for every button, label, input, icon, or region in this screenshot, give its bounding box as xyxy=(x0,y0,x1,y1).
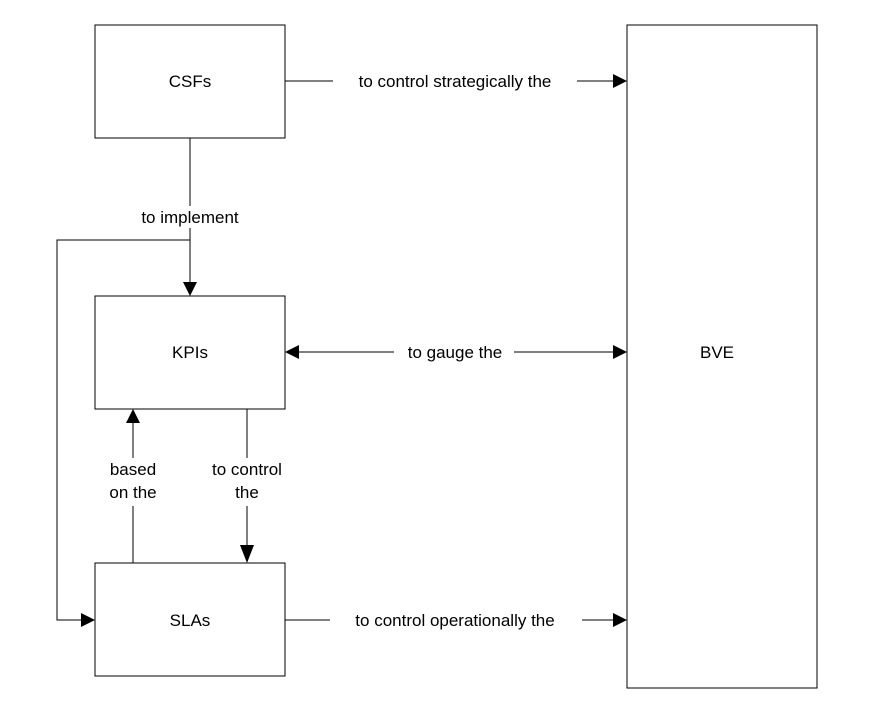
csfs-box xyxy=(94,24,286,139)
kpis-to-slas-label-line2: the xyxy=(235,483,259,502)
arrowhead-slas-to-kpis xyxy=(126,409,140,423)
csfs-label: CSFs xyxy=(169,72,212,91)
slas-to-kpis-label-line1: based xyxy=(110,460,156,479)
implement-loop-line xyxy=(56,239,190,621)
kpis-bve-label: to gauge the xyxy=(408,343,503,362)
slas-to-kpis-label-line2: on the xyxy=(109,483,156,502)
arrowhead-slas-to-bve xyxy=(613,613,627,627)
arrowhead-csfs-to-bve xyxy=(613,74,627,88)
slas-box xyxy=(94,562,286,677)
arrowhead-kpis-bve-left xyxy=(285,345,299,359)
arrowhead-csfs-to-kpis xyxy=(183,282,197,296)
slas-to-bve-label: to control operationally the xyxy=(355,611,554,630)
csfs-to-bve-label: to control strategically the xyxy=(359,72,552,91)
bve-label: BVE xyxy=(700,343,734,362)
bve-box xyxy=(626,24,818,689)
arrowhead-kpis-to-slas xyxy=(240,545,254,563)
csfs-to-kpis-label: to implement xyxy=(141,208,239,227)
slas-label: SLAs xyxy=(170,611,211,630)
kpis-box xyxy=(94,295,286,410)
kpis-to-slas-label-line1: to control xyxy=(212,460,282,479)
kpis-label: KPIs xyxy=(172,343,208,362)
arrowhead-loop-to-slas xyxy=(81,613,95,627)
arrowhead-kpis-bve-right xyxy=(613,345,627,359)
